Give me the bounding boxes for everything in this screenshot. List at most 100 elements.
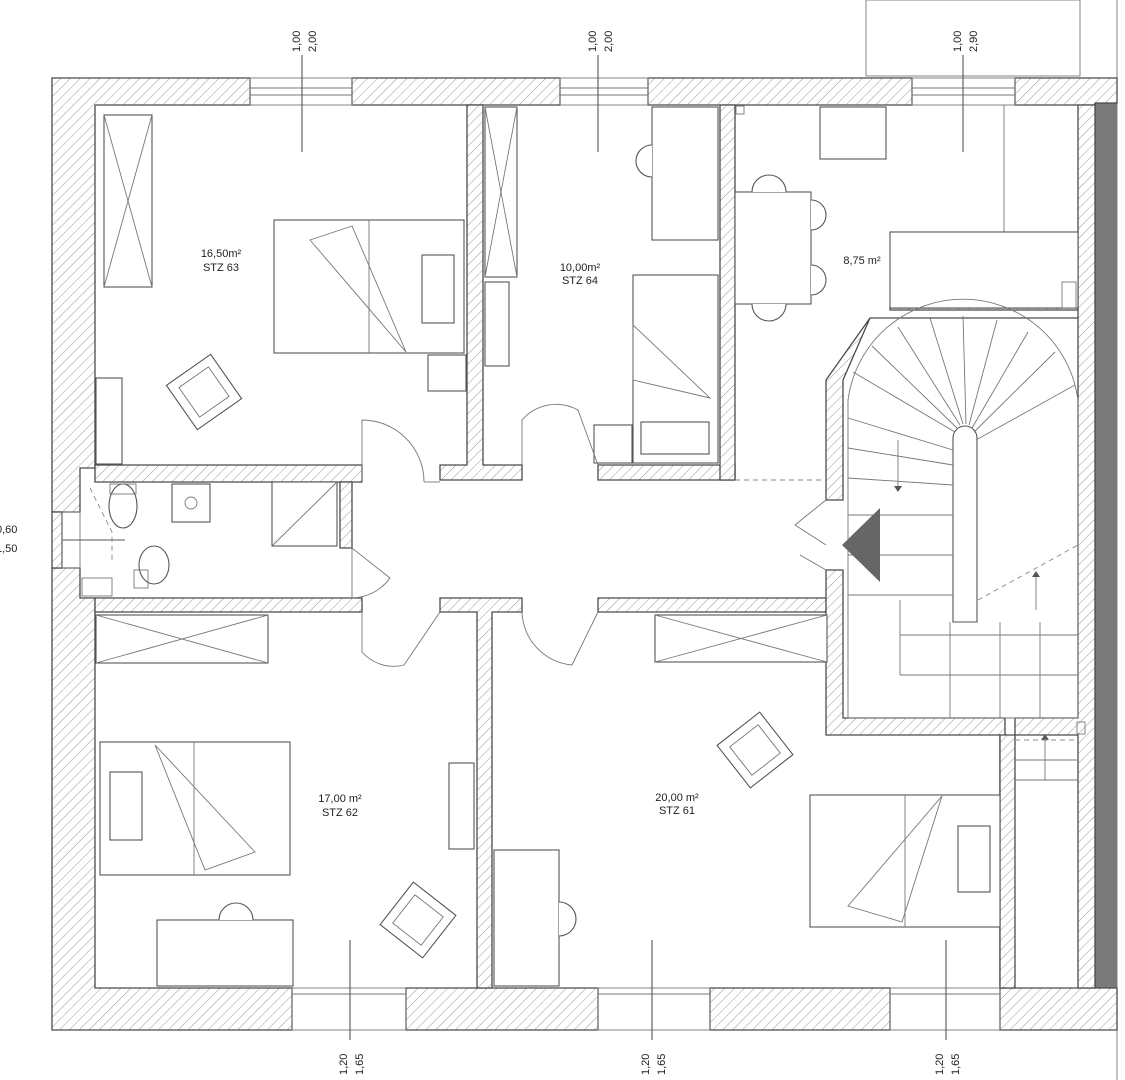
shelf xyxy=(448,762,475,850)
desk-chair xyxy=(558,901,577,937)
bed-cover xyxy=(632,323,712,399)
stair-core xyxy=(952,425,978,623)
right-wall-strip xyxy=(1095,103,1117,993)
left-wall-lower xyxy=(51,567,293,1031)
room-label-stz62: STZ 62 xyxy=(322,807,358,819)
stz63-furniture xyxy=(95,114,467,465)
dimension-labels: 1,00 2,00 1,00 2,00 1,00 2,90 1,20 1,65 … xyxy=(0,31,980,1075)
room-area-kitchen: 8,75 m² xyxy=(843,255,881,267)
door-stair xyxy=(794,499,827,571)
bed-cover xyxy=(154,744,256,871)
dim-top3-a: 1,00 xyxy=(952,31,964,52)
bottom-wall-far-right xyxy=(999,987,1118,1031)
chair xyxy=(751,174,787,193)
armchair xyxy=(379,881,457,959)
window-top-1 xyxy=(249,77,353,106)
stz62-furniture xyxy=(95,614,475,987)
dim-bottom2-a: 1,20 xyxy=(640,1054,652,1075)
dimension-leaders xyxy=(62,55,964,1040)
dim-top2-b: 2,00 xyxy=(603,31,615,52)
dim-top3-b: 2,90 xyxy=(968,31,980,52)
door-bathroom xyxy=(351,547,391,599)
door-stz62 xyxy=(361,611,441,667)
shelf xyxy=(484,281,510,367)
pillow xyxy=(640,421,710,455)
balcony-outline xyxy=(865,0,1081,77)
desk xyxy=(651,106,719,241)
shelf xyxy=(95,377,123,465)
nightstand xyxy=(593,424,633,464)
wall-bath-right xyxy=(339,481,353,549)
room-area-stz64: 10,00m² xyxy=(560,262,601,274)
dim-top1-b: 2,00 xyxy=(307,31,319,52)
top-wall-mid-2 xyxy=(647,77,913,106)
dim-bottom2-b: 1,65 xyxy=(656,1054,668,1075)
dim-left-b: 1,50 xyxy=(0,543,17,555)
window-bottom-3 xyxy=(889,987,1001,1031)
room-area-stz63: 16,50m² xyxy=(201,248,242,260)
wall-bath-bottom xyxy=(94,597,363,613)
stz64-furniture xyxy=(484,106,719,464)
stair-cut-line xyxy=(977,544,1079,601)
doors xyxy=(351,403,827,667)
left-window-jamb xyxy=(51,511,63,569)
dim-bottom1-a: 1,20 xyxy=(338,1054,350,1075)
toilet xyxy=(108,483,138,529)
bed-cover xyxy=(309,225,407,353)
cabinet xyxy=(819,106,887,160)
door-stz63 xyxy=(361,419,425,483)
dim-bottom1-b: 1,65 xyxy=(354,1054,366,1075)
pillow xyxy=(421,254,455,324)
room-labels: 16,50m² STZ 63 10,00m² STZ 64 8,75 m² 17… xyxy=(201,248,881,819)
windows xyxy=(61,77,1016,1031)
wall-stz64-bottom xyxy=(597,464,736,481)
desk xyxy=(156,919,294,987)
window-top-2 xyxy=(559,77,649,106)
wall-stz63-64 xyxy=(439,104,523,481)
desk-chair xyxy=(218,902,254,921)
stair-arrow xyxy=(842,508,880,582)
bed-cover xyxy=(847,795,943,923)
top-wall-mid-1 xyxy=(351,77,561,106)
desk-chair xyxy=(635,144,653,178)
staircase xyxy=(842,298,1086,781)
wall-stz61-right xyxy=(999,734,1016,989)
wall-stz62-61 xyxy=(439,597,523,989)
wall-stz61-top xyxy=(597,597,843,613)
bottom-wall-mid xyxy=(405,987,599,1031)
top-wall-right xyxy=(1014,77,1118,106)
bidet xyxy=(138,545,170,585)
dim-top2-a: 1,00 xyxy=(587,31,599,52)
wall-stz63-bottom xyxy=(94,464,363,483)
dim-top1-a: 1,00 xyxy=(291,31,303,52)
dim-bottom3-a: 1,20 xyxy=(934,1054,946,1075)
room-label-stz61: STZ 61 xyxy=(659,805,695,817)
bathroom-fixtures xyxy=(81,481,338,597)
chair xyxy=(751,303,787,322)
dining-table xyxy=(734,191,812,305)
stz61-furniture xyxy=(493,614,1001,987)
pillow xyxy=(109,771,143,841)
door-stz64 xyxy=(521,403,599,466)
dim-left-a: 0,60 xyxy=(0,524,17,536)
kitchen-furniture xyxy=(734,105,1079,322)
kitchen-counter xyxy=(889,231,1079,309)
room-area-stz62: 17,00 m² xyxy=(318,793,362,805)
room-label-stz63: STZ 63 xyxy=(203,262,239,274)
nightstand xyxy=(427,354,467,392)
pillow xyxy=(957,825,991,893)
armchair xyxy=(165,353,243,431)
wall-stz64-kitchen xyxy=(719,104,736,481)
room-label-stz64: STZ 64 xyxy=(562,275,598,287)
armchair xyxy=(716,711,794,789)
chair xyxy=(810,199,827,231)
room-area-stz61: 20,00 m² xyxy=(655,792,699,804)
door-stz61 xyxy=(521,611,599,666)
chair xyxy=(810,264,827,296)
desk xyxy=(493,849,560,987)
outer-walls xyxy=(51,77,1118,1031)
bottom-wall-right xyxy=(709,987,891,1031)
dim-bottom3-b: 1,65 xyxy=(950,1054,962,1075)
sink xyxy=(171,483,211,523)
